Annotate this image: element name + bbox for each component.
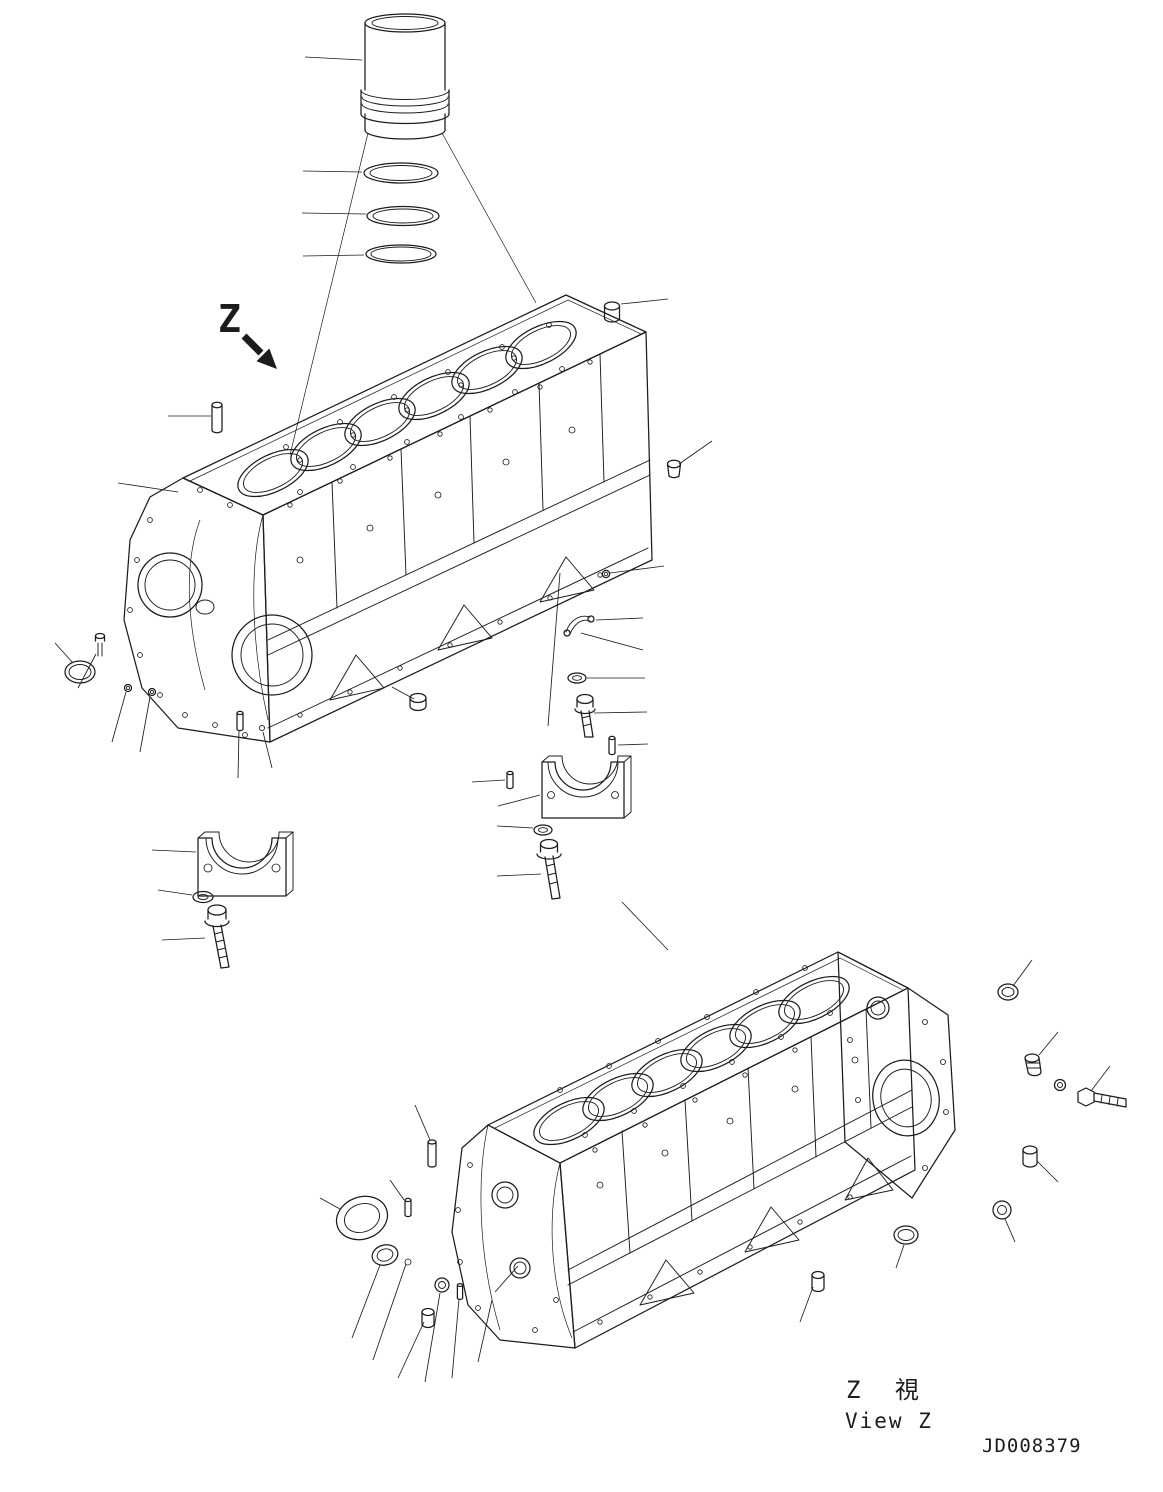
view-z-label: Z xyxy=(218,297,241,341)
front-face-webs-lower xyxy=(592,1008,894,1325)
ring-small-lower xyxy=(371,1244,399,1266)
dowel-pin-cap-right xyxy=(506,770,514,790)
bearing-cap-right xyxy=(541,755,632,819)
dowel-pin-top xyxy=(211,401,223,434)
dowel-pin-lower xyxy=(427,1139,437,1168)
hole-right xyxy=(601,569,611,579)
seal-ring-top xyxy=(363,162,439,184)
bolt-mid xyxy=(574,693,596,738)
view-caption-jp: Z 視 xyxy=(846,1376,929,1404)
view-z-marker: Z xyxy=(218,297,277,369)
plug-bottom-lower xyxy=(811,1270,825,1293)
cup-plug-right-upper xyxy=(997,983,1019,1001)
view-z-arrow-head xyxy=(256,348,277,369)
ring-tiny-lower xyxy=(434,1277,450,1293)
ring-right-lower xyxy=(992,1200,1012,1220)
dowel-pin-right xyxy=(608,735,616,756)
washer-cap-left xyxy=(192,890,214,904)
view-caption-en: View Z xyxy=(845,1409,933,1433)
gear-case-end-face xyxy=(837,951,956,1199)
washer-left-b xyxy=(147,687,157,697)
cylinder-bores-lower xyxy=(533,975,850,1146)
deck-plug xyxy=(603,301,621,323)
pin-tiny-lower xyxy=(456,1282,464,1300)
hex-bolt-right xyxy=(1077,1087,1127,1108)
plug-right-side xyxy=(666,459,682,479)
hole-dot-lower xyxy=(404,1258,412,1266)
flywheel-end-face-lower xyxy=(451,1124,576,1349)
view-z-arrow-shaft xyxy=(241,333,264,356)
cylinder-liner xyxy=(360,13,450,140)
bearing-cap-left xyxy=(197,831,294,897)
pin-left xyxy=(236,710,244,732)
washer-left-a xyxy=(123,683,133,693)
seal-ring-bottom xyxy=(365,244,437,264)
drawing-number: JD008379 xyxy=(982,1435,1082,1457)
plug-bottom-center xyxy=(409,692,427,712)
bearing-cap-bolt-left xyxy=(204,904,230,969)
plug-small-lower xyxy=(421,1307,435,1329)
deck-bolt-holes-upper xyxy=(283,322,565,495)
hole-plug-small xyxy=(258,724,266,732)
front-face-webs-upper xyxy=(287,353,605,718)
upper-assembly: Z xyxy=(54,13,713,969)
leader-lines-upper xyxy=(54,56,713,941)
leader-lines-lower xyxy=(319,901,1111,1383)
cup-plug-left xyxy=(64,660,96,684)
cylinder-block-upper xyxy=(123,294,653,743)
flywheel-end-face xyxy=(123,477,313,743)
lower-assembly xyxy=(319,901,1127,1383)
washer-right xyxy=(1053,1078,1067,1092)
threaded-plug-right xyxy=(1024,1053,1042,1077)
seal-ring-middle xyxy=(366,205,440,227)
cylinder-block-lower xyxy=(451,951,956,1349)
plug-right-lower xyxy=(1022,1145,1038,1168)
washer-cap-right xyxy=(533,824,553,836)
bearing-cap-bolt-right xyxy=(536,838,562,900)
deck-bolt-holes-lower xyxy=(557,965,833,1138)
washer-mid xyxy=(567,672,587,684)
captions: Z 視 View Z JD008379 xyxy=(845,1376,1082,1457)
crankshaft-seal-ring xyxy=(335,1195,389,1241)
pin-small-lower xyxy=(404,1197,412,1218)
oil-fitting xyxy=(563,615,595,637)
cylinder-bores-upper xyxy=(237,320,577,498)
bolt-left-small xyxy=(94,632,106,657)
cup-plug-right-lower xyxy=(893,1225,919,1245)
